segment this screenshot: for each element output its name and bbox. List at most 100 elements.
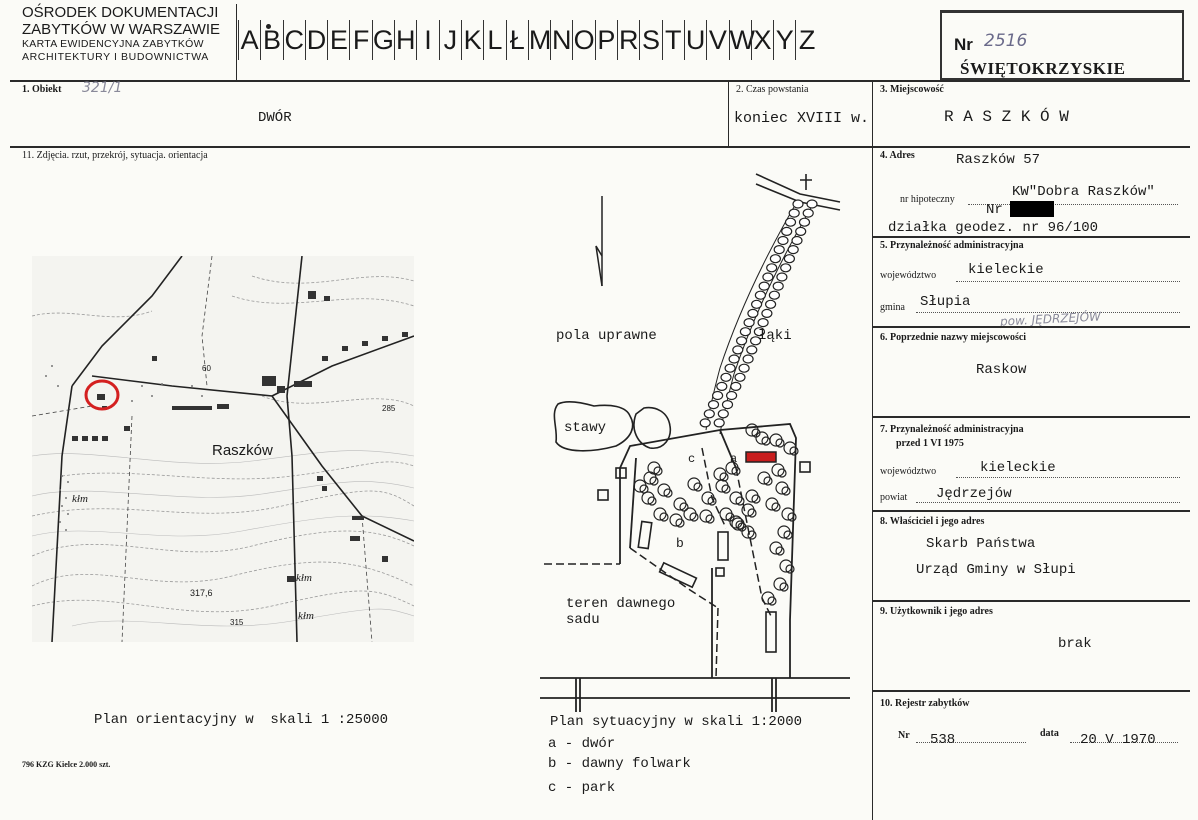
site-letter-b: b <box>676 536 684 551</box>
przyn-label: 5. Przynależność administracyjna <box>880 240 1024 251</box>
letter-5: F <box>349 20 371 60</box>
kw-value: KW"Dobra Raszków" <box>1012 184 1155 200</box>
org-line1: OŚRODEK DOKUMENTACJI <box>22 4 219 21</box>
letter-10: K <box>460 20 483 60</box>
woj75-label: województwo <box>880 466 937 477</box>
powiat-label: powiat <box>880 492 908 503</box>
site-letter-a: a <box>730 452 738 466</box>
przyn75-sub: przed 1 VI 1975 <box>896 438 964 449</box>
adres-label: 4. Adres <box>880 150 915 161</box>
footer-print: 796 KZG Kielce 2.000 szt. <box>22 760 111 769</box>
letter-25: Z <box>795 20 817 60</box>
poprz-label: 6. Poprzednie nazwy miejscowości <box>880 332 1027 343</box>
site-caption: Plan sytuacyjny w skali 1:2000 <box>550 714 803 730</box>
czas-label: 2. Czas powstania <box>736 84 809 95</box>
obiekt-label: 1. Obiekt <box>22 84 62 95</box>
nr-box: Nr 2516 ŚWIĘTOKRZYSKIE <box>940 10 1184 80</box>
woj-label: województwo <box>880 270 937 281</box>
site-meadows-label: łąki <box>758 328 792 344</box>
adres-value: Raszków 57 <box>956 152 1041 168</box>
gmina-label: gmina <box>880 302 905 313</box>
org-line2: ZABYTKÓW W WARSZAWIE <box>22 21 221 38</box>
obiekt-value: DWÓR <box>258 110 292 126</box>
map-elevation-3: 285 <box>382 404 396 413</box>
region-stamp: ŚWIĘTOKRZYSKIE <box>960 59 1126 78</box>
letter-14: N <box>550 20 572 60</box>
letter-4: E <box>327 20 349 60</box>
letter-0: A <box>238 20 260 60</box>
letter-9: J <box>438 20 461 60</box>
legend-a: a - dwór <box>548 736 616 752</box>
obiekt-handwritten: 321/1 <box>82 80 123 96</box>
letter-13: M <box>527 20 551 60</box>
nr-handwritten: 2516 <box>984 31 1028 51</box>
map-klm-3: kłm <box>298 610 314 622</box>
letter-7: H <box>394 20 416 60</box>
card-line2: ARCHITEKTURY I BUDOWNICTWA <box>22 51 209 63</box>
woj-value: kieleckie <box>968 262 1044 278</box>
map-caption: Plan orientacyjny w skali 1 :25000 <box>94 712 389 728</box>
letter-21: V <box>706 20 728 60</box>
site-orchard-line2: sadu <box>566 612 600 628</box>
legend-b: b - dawny folwark <box>548 756 691 772</box>
map-elevation-1: 317,6 <box>190 588 213 598</box>
map-klm-1: kłm <box>72 493 88 505</box>
letter-8: I <box>416 20 438 60</box>
rej-data-value: 20 V 1970 <box>1080 732 1156 748</box>
letter-1: B <box>260 20 282 60</box>
site-plan-drawing <box>540 173 850 712</box>
map-elevation-4: 315 <box>230 618 244 627</box>
north-arrow <box>595 196 603 287</box>
map-elevation-2: 60 <box>202 364 211 373</box>
letter-b-dot <box>266 24 271 29</box>
dzialka-value: działka geodez. nr 96/100 <box>888 220 1099 236</box>
topo-map: Raszków kłm kłm kłm 317,6 60 285 315 <box>32 256 414 642</box>
nr-label: Nr <box>954 35 973 54</box>
rejestr-label: 10. Rejestr zabytków <box>880 698 970 709</box>
gmina-value: Słupia <box>920 294 971 310</box>
section11-label: 11. Zdjęcia. rzut, przekrój, sytuacja. o… <box>22 150 208 161</box>
site-letter-c: c <box>688 452 696 466</box>
wlasc-line2: Urząd Gminy w Słupi <box>916 562 1076 578</box>
map-town-label: Raszków <box>212 442 273 459</box>
letter-2: C <box>282 20 305 60</box>
kw-nr: Nr <box>986 202 1003 218</box>
manor-highlight <box>84 379 120 411</box>
rej-data-label: data <box>1040 728 1059 739</box>
topo-map-drawing <box>32 256 414 642</box>
letter-20: U <box>683 20 706 60</box>
map-klm-2: kłm <box>296 572 312 584</box>
manor-building <box>745 451 777 463</box>
letter-11: L <box>483 20 505 60</box>
header-org: OŚRODEK DOKUMENTACJI ZABYTKÓW W WARSZAWI… <box>22 4 234 64</box>
site-plan: pola uprawne łąki stawy a c b teren dawn… <box>540 168 850 712</box>
letter-17: R <box>617 20 639 60</box>
uzytk-label: 9. Użytkownik i jego adres <box>880 606 993 617</box>
hipoteczny-label: nr hipoteczny <box>900 194 955 205</box>
rej-nr-value: 538 <box>930 732 956 748</box>
letter-22: W <box>728 20 755 60</box>
letter-6: G <box>371 20 394 60</box>
letter-24: Y <box>773 20 795 60</box>
site-fields-label: pola uprawne <box>556 328 657 344</box>
letter-23: X <box>750 20 773 60</box>
letter-15: O <box>572 20 595 60</box>
powiat-value: Jędrzejów <box>936 486 1012 502</box>
site-ponds-label: stawy <box>564 420 607 436</box>
letter-19: T <box>661 20 684 60</box>
redaction-box <box>1010 201 1054 217</box>
wlasc-line1: Skarb Państwa <box>926 536 1036 552</box>
miejsc-value: R A S Z K Ó W <box>944 108 1069 126</box>
uzytk-value: brak <box>1058 636 1092 652</box>
poprz-value: Raskow <box>976 362 1027 378</box>
miejsc-label: 3. Miejscowość <box>880 84 944 95</box>
letter-12: Ł <box>505 20 528 60</box>
przyn75-label: 7. Przynależność administracyjna <box>880 424 1024 435</box>
letter-3: D <box>304 20 327 60</box>
letter-16: P <box>594 20 617 60</box>
czas-value: koniec XVIII w. <box>734 110 870 127</box>
rej-nr-label: Nr <box>898 730 910 741</box>
woj75-value: kieleckie <box>980 460 1056 476</box>
wlasc-label: 8. Właściciel i jego adres <box>880 516 985 527</box>
